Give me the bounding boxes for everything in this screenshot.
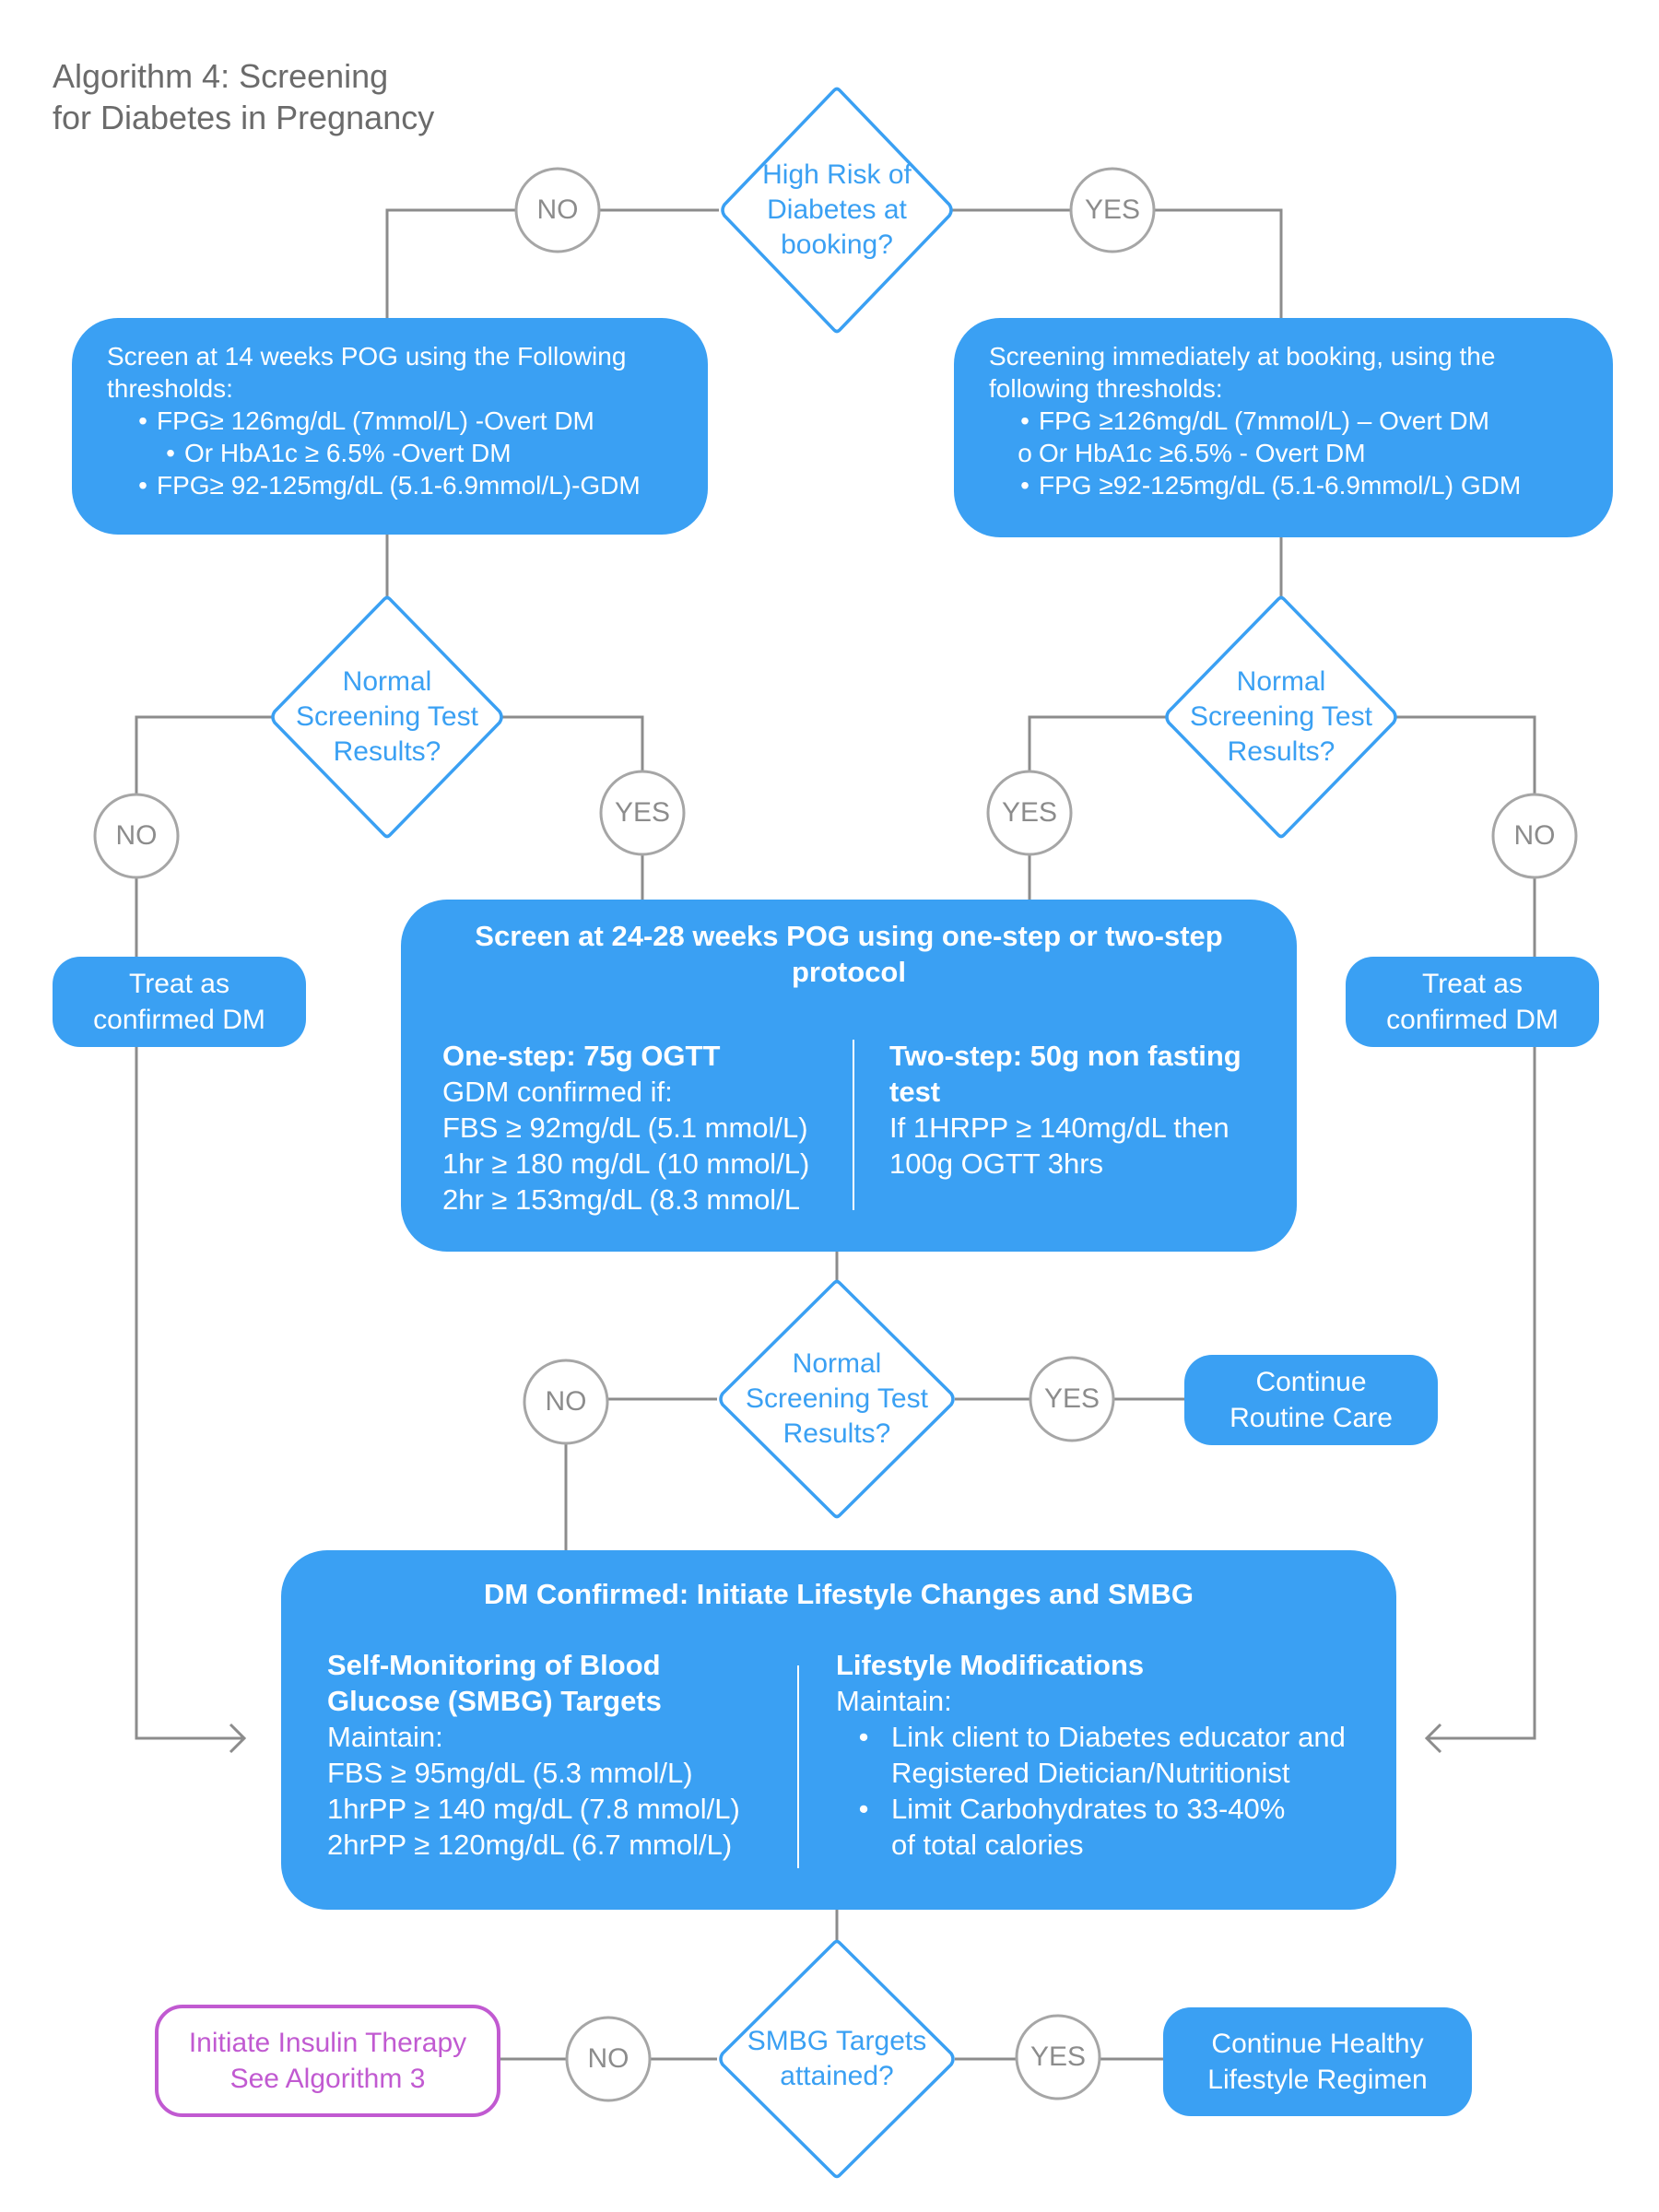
two-step-heading: Two-step: 50g non fasting test <box>889 1040 1241 1108</box>
answer-no-smbg: NO <box>587 2043 629 2074</box>
two-step-column: Two-step: 50g non fasting test If 1HRPP … <box>889 1038 1277 1182</box>
answer-circle-yes-smbg <box>1015 2014 1101 2100</box>
connector-high-risk-no <box>385 208 719 318</box>
connector-high-risk-yes <box>949 208 1283 318</box>
decision-smbg-label: SMBG Targets attained? <box>747 2026 927 2091</box>
threshold-item: •FPG ≥92-125mg/dL (5.1-6.9mmol/L) GDM <box>1020 471 1522 500</box>
answer-yes-smbg: YES <box>1030 2041 1087 2072</box>
screen-at-booking-intro: Screening immediately at booking, using … <box>989 342 1496 403</box>
answer-circle-no-right <box>1491 793 1578 879</box>
dm-confirmed-box: DM Confirmed: Initiate Lifestyle Changes… <box>281 1550 1396 1910</box>
answer-circle-no-left <box>93 793 180 879</box>
decision-diamond-normal-center <box>719 1279 955 1519</box>
threshold-item: •Or HbA1c ≥ 6.5% -Overt DM <box>166 439 512 467</box>
answer-no-left: NO <box>115 820 158 851</box>
screen-14-weeks-box: Screen at 14 weeks POG using the Followi… <box>72 318 708 535</box>
answer-yes-right: YES <box>1001 797 1058 828</box>
screen-24-28-title: Screen at 24-28 weeks POG using one-step… <box>475 920 1223 988</box>
decision-normal-center-label: Normal Screening Test Results? <box>746 1348 928 1449</box>
treat-confirmed-dm-left: Treat as confirmed DM <box>53 957 306 1047</box>
answer-circle-yes-right <box>986 770 1073 856</box>
decision-diamond-high-risk <box>721 87 953 334</box>
decision-normal-right-label: Normal Screening Test Results? <box>1190 666 1372 767</box>
answer-no-right: NO <box>1513 820 1556 851</box>
connector-treat-left-arrow <box>135 1047 244 1740</box>
continue-healthy-lifestyle-box: Continue Healthy Lifestyle Regimen <box>1163 2007 1472 2116</box>
smbg-targets-column: Self-Monitoring of Blood Glucose (SMBG) … <box>327 1647 788 1863</box>
continue-routine-care-box: Continue Routine Care <box>1184 1355 1438 1445</box>
answer-circle-no-center <box>523 1359 609 1445</box>
column-divider <box>797 1665 799 1868</box>
threshold-item: •FPG≥ 126mg/dL (7mmol/L) -Overt DM <box>138 406 594 435</box>
screen-24-28-weeks-box: Screen at 24-28 weeks POG using one-step… <box>401 900 1297 1252</box>
decision-diamond-smbg <box>719 1939 955 2179</box>
decision-diamond-normal-left <box>271 595 503 839</box>
threshold-item: •FPG≥ 92-125mg/dL (5.1-6.9mmol/L)-GDM <box>138 471 641 500</box>
initiate-insulin-therapy-box: Initiate Insulin Therapy See Algorithm 3 <box>155 2005 500 2117</box>
answer-no-center: NO <box>545 1386 587 1417</box>
lifestyle-bullet: • Link client to Diabetes educator and R… <box>858 1721 1346 1789</box>
lifestyle-heading: Lifestyle Modifications <box>836 1649 1145 1681</box>
connector-treat-right-arrow <box>1427 1047 1536 1740</box>
screen-14-weeks-intro: Screen at 14 weeks POG using the Followi… <box>107 342 627 403</box>
answer-circle-no-smbg <box>565 2016 652 2102</box>
decision-diamond-normal-right <box>1165 595 1397 839</box>
smbg-targets-heading: Self-Monitoring of Blood Glucose (SMBG) … <box>327 1649 662 1717</box>
connector-treat-left-arrowhead <box>229 1723 247 1754</box>
answer-circle-yes-top <box>1069 167 1156 253</box>
column-divider <box>853 1040 854 1210</box>
answer-circle-yes-left <box>599 770 686 856</box>
treat-confirmed-dm-right: Treat as confirmed DM <box>1346 957 1599 1047</box>
threshold-item: •FPG ≥126mg/dL (7mmol/L) – Overt DM <box>1020 406 1489 435</box>
one-step-column: One-step: 75g OGTT GDM confirmed if: FBS… <box>442 1038 848 1218</box>
one-step-heading: One-step: 75g OGTT <box>442 1040 721 1072</box>
dm-confirmed-title: DM Confirmed: Initiate Lifestyle Changes… <box>484 1578 1194 1610</box>
lifestyle-bullet: • Limit Carbohydrates to 33-40% of total… <box>858 1793 1286 1861</box>
answer-yes-center: YES <box>1043 1383 1100 1414</box>
answer-yes-top: YES <box>1084 194 1141 225</box>
answer-no-top: NO <box>536 194 579 225</box>
connector-treat-right-arrowhead <box>1424 1723 1442 1754</box>
answer-circle-yes-center <box>1029 1356 1115 1442</box>
decision-normal-left-label: Normal Screening Test Results? <box>296 666 478 767</box>
lifestyle-column: Lifestyle Modifications Maintain: • Link… <box>836 1647 1389 1863</box>
answer-circle-no-top <box>514 167 601 253</box>
answer-yes-left: YES <box>614 797 671 828</box>
page-title: Algorithm 4: Screening for Diabetes in P… <box>53 57 435 136</box>
screen-at-booking-box: Screening immediately at booking, using … <box>954 318 1613 537</box>
decision-high-risk-label: High Risk of Diabetes at booking? <box>762 159 912 260</box>
